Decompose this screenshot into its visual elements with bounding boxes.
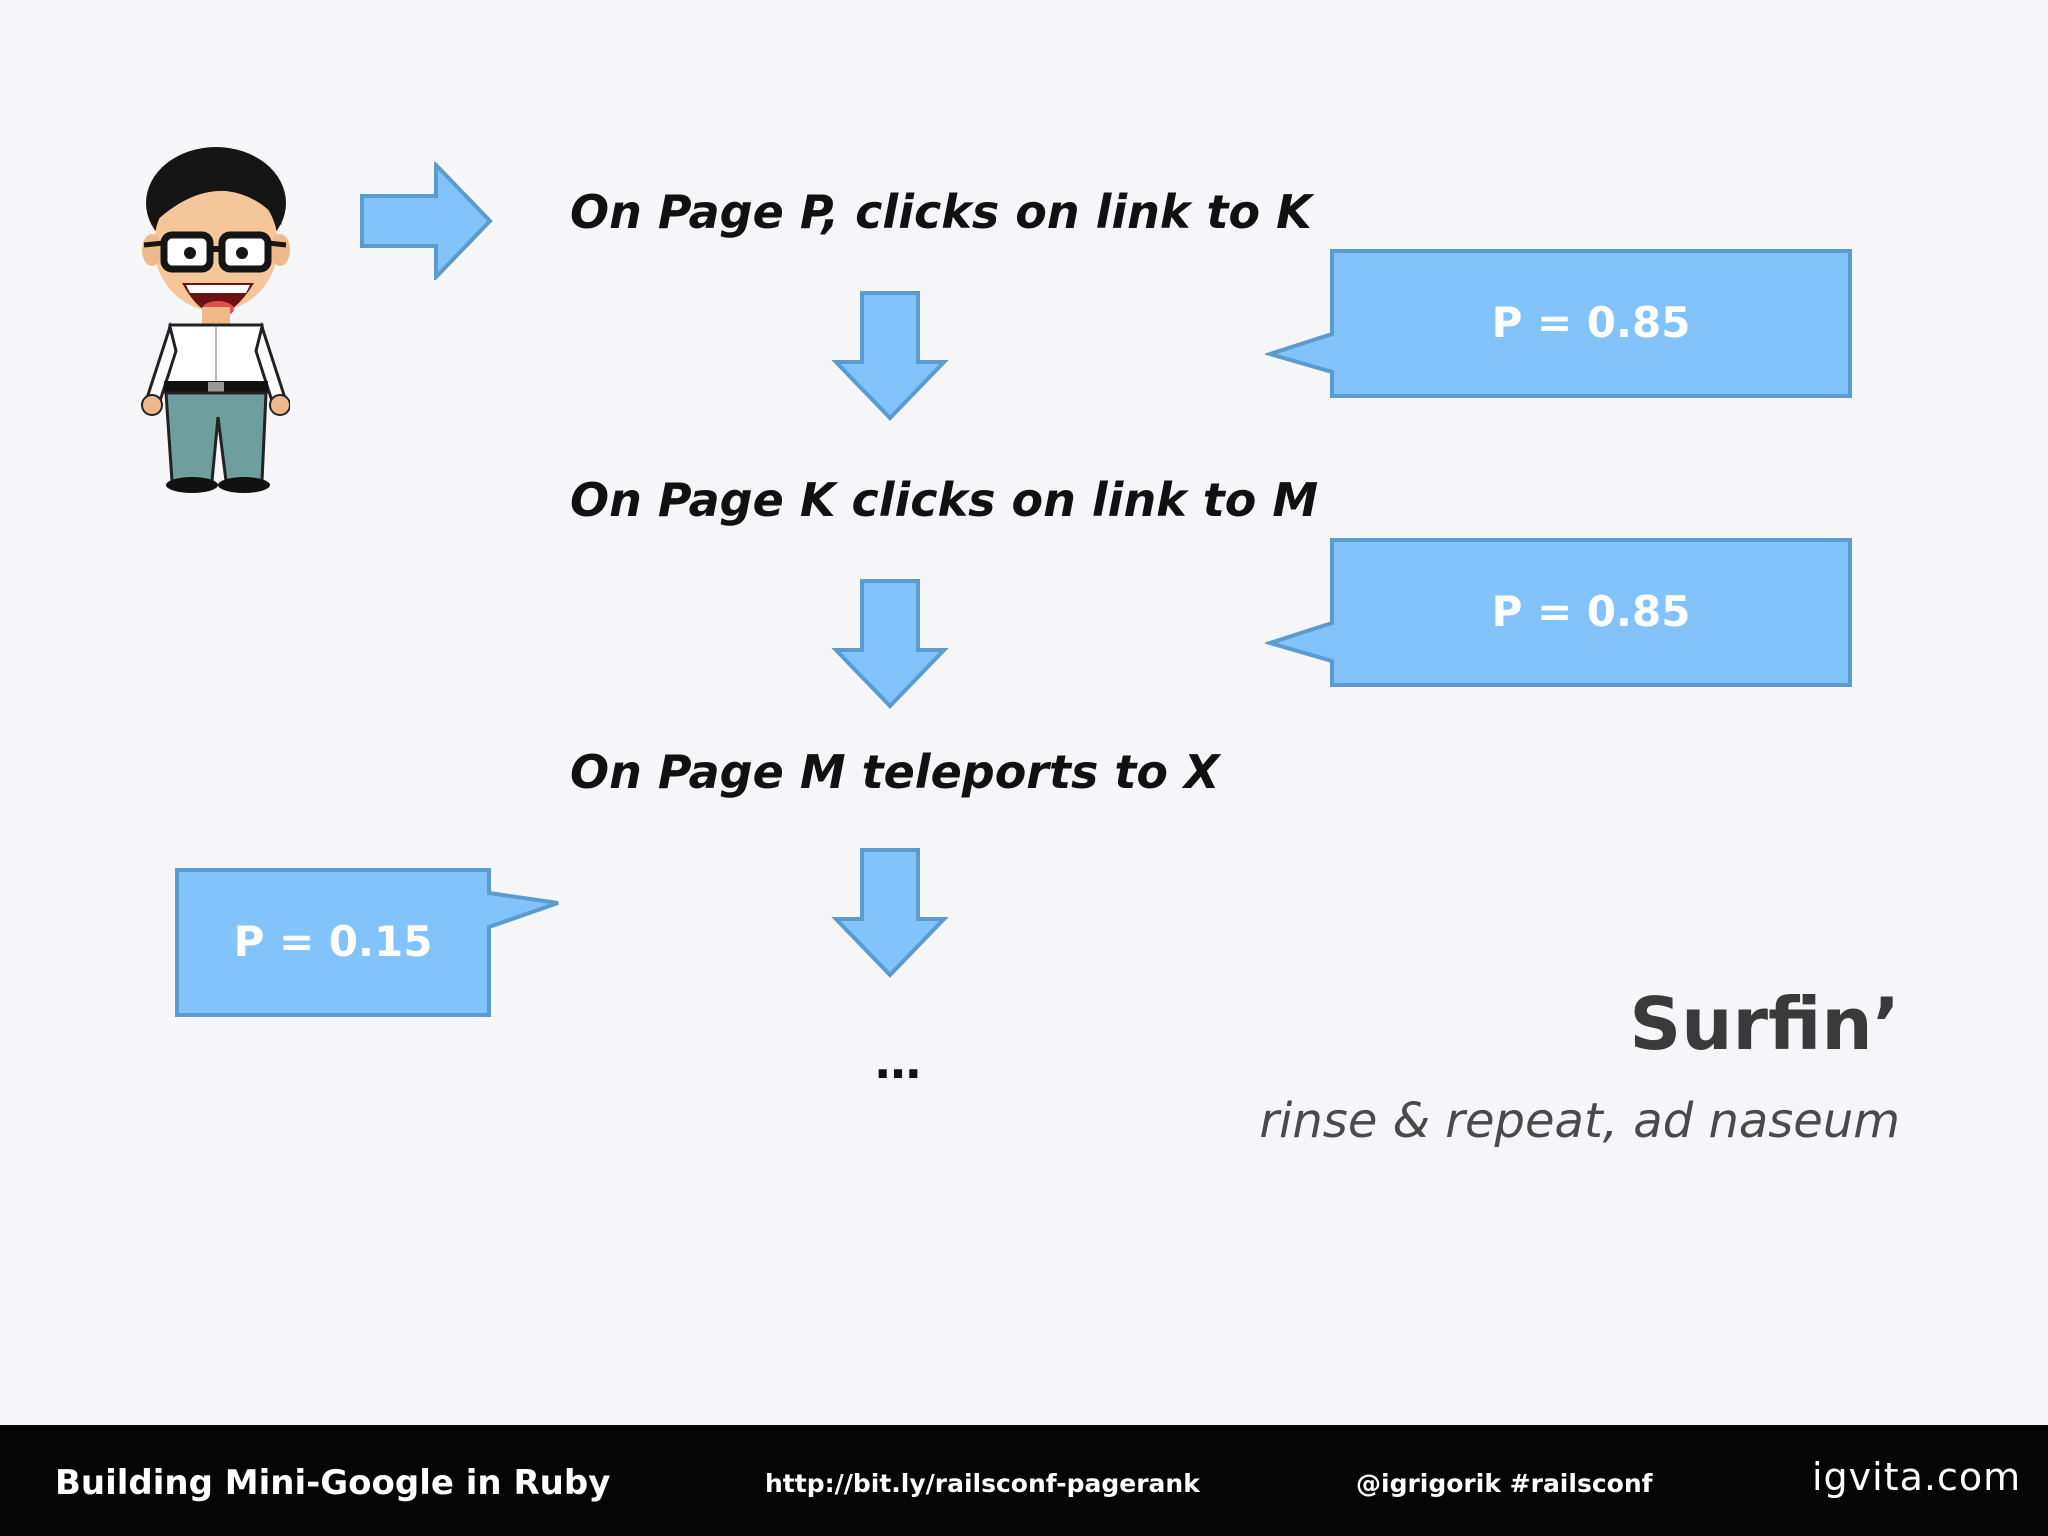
callout-bubble-3: [175, 868, 559, 1017]
step-2-text: On Page K clicks on link to M: [570, 473, 1319, 527]
down-arrow-icon-3: [831, 848, 949, 978]
right-arrow-icon: [360, 162, 493, 280]
brand-logo-text: igvita.com: [1812, 1455, 2022, 1499]
ellipsis-text: …: [875, 1035, 921, 1089]
footer-title: Building Mini-Google in Ruby: [55, 1463, 611, 1503]
slide-subheading: rinse & repeat, ad naseum: [1259, 1093, 1900, 1149]
down-arrow-icon-2: [831, 579, 949, 709]
step-3-text: On Page M teleports to X: [570, 745, 1220, 799]
callout-1-text: P = 0.85: [1491, 298, 1691, 347]
callout-2-text: P = 0.85: [1491, 587, 1691, 636]
step-1-text: On Page P, clicks on link to K: [570, 185, 1312, 239]
callout-3-text: P = 0.15: [233, 917, 433, 966]
footer-link[interactable]: http://bit.ly/railsconf-pagerank: [765, 1469, 1200, 1498]
down-arrow-icon-1: [831, 291, 949, 421]
callout-bubble-2: [1265, 538, 1852, 687]
surfer-character-icon: [141, 147, 290, 493]
footer-handle: @igrigorik #railsconf: [1356, 1469, 1653, 1498]
footer-bar: Building Mini-Google in Ruby http://bit.…: [0, 1425, 2048, 1536]
slide-heading: Surfin’: [1629, 982, 1900, 1066]
callout-bubble-1: [1265, 249, 1852, 398]
